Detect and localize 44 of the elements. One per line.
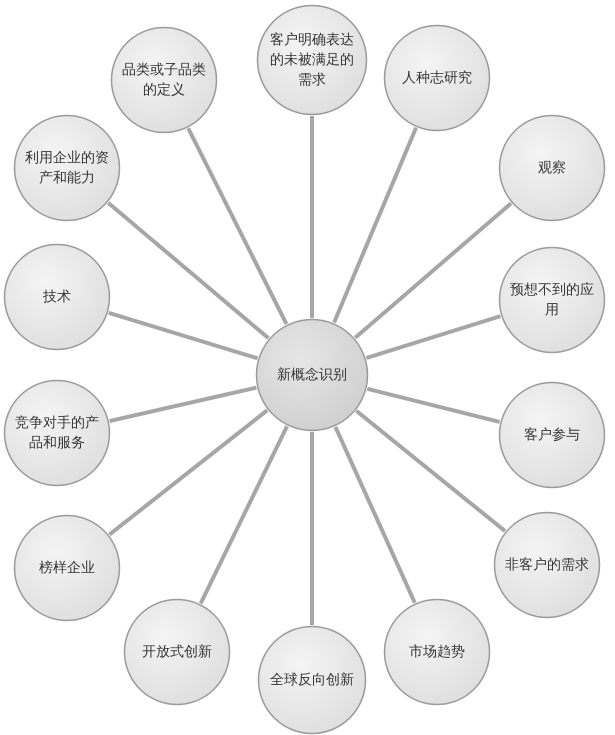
circle-label: 市场趋势 (408, 643, 466, 662)
topic-circle (3, 379, 111, 487)
circle-label: 客户参与 (523, 426, 581, 445)
topic-circle (383, 598, 491, 706)
connector-line (354, 202, 512, 340)
connector-line (366, 314, 502, 360)
connector-line (332, 127, 418, 324)
connector-line (106, 201, 270, 340)
circle-label: 全球反向创新 (269, 671, 355, 690)
connector-line (310, 432, 314, 625)
topic-circle (383, 24, 491, 132)
connector-line (186, 127, 288, 325)
circle-label: 观察 (537, 159, 567, 178)
topic-circle (13, 114, 121, 222)
circle-label: 品类或子品类的定义 (122, 61, 206, 100)
connector-line (355, 409, 506, 533)
connector-line (366, 386, 500, 424)
topic-circle (256, 4, 368, 116)
connector-line (108, 310, 258, 360)
center-circle (255, 318, 369, 432)
circle-label: 技术 (42, 288, 72, 307)
topic-circle (3, 243, 111, 351)
connector-line (108, 408, 268, 536)
topic-circle (498, 246, 606, 354)
topic-circle (13, 514, 121, 622)
topic-circle (493, 511, 601, 619)
circle-label: 榜样企业 (38, 559, 96, 578)
connector-line (310, 116, 314, 318)
circle-label: 人种志研究 (401, 69, 473, 88)
topic-circle (498, 114, 606, 222)
circle-label: 竞争对手的产品和服务 (14, 414, 100, 453)
circle-label: 新概念识别 (276, 366, 348, 385)
circle-label: 客户明确表达的未被满足的需求 (269, 31, 355, 90)
connector-line (334, 426, 417, 604)
connector-line (109, 386, 257, 423)
connector-line (198, 425, 289, 604)
topic-circle (110, 26, 218, 134)
circle-label: 开放式创新 (141, 643, 213, 662)
circle-label: 利用企业的资产和能力 (24, 149, 110, 188)
topic-circle (123, 598, 231, 706)
circle-label: 预想不到的应用 (510, 281, 594, 320)
topic-circle (257, 625, 367, 735)
topic-circle (498, 381, 606, 489)
circle-label: 非客户的需求 (504, 556, 590, 575)
